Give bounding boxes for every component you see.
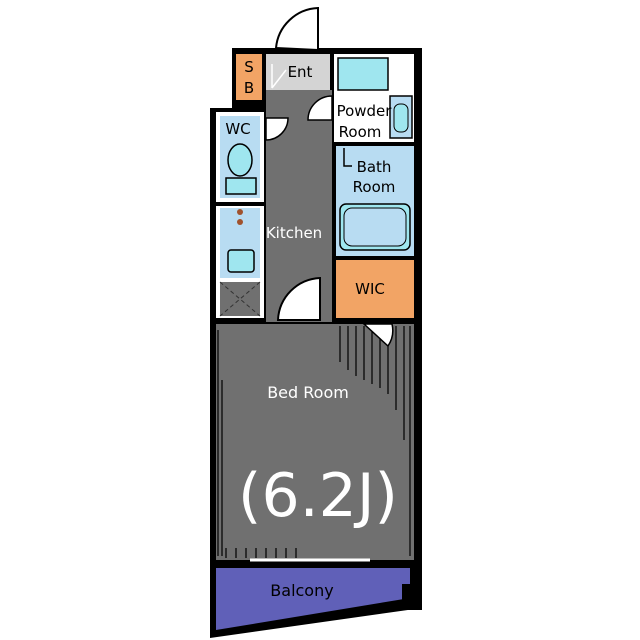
shoe-box-label-s: S: [244, 58, 254, 76]
walk-in-closet: WIC: [336, 260, 414, 318]
powder-room: Powder Room: [307, 54, 414, 142]
wic-door-swing: [362, 323, 394, 348]
bath-room: Bath Room: [336, 146, 414, 256]
sink-icon: [227, 249, 255, 273]
bedroom-door-swing: [276, 276, 321, 321]
wic-label: WIC: [355, 280, 385, 298]
front-door-swing: [274, 6, 319, 52]
entrance-area: Ent: [266, 54, 330, 90]
powder-room-label-1: Powder: [337, 102, 393, 120]
bath-room-label-2: Room: [353, 178, 396, 196]
stove-burner-icon: [237, 219, 243, 225]
closet-hatching: [217, 326, 411, 558]
bath-room-label-1: Bath: [357, 158, 392, 176]
bedroom-label: Bed Room: [267, 383, 349, 402]
wc-room: WC: [216, 112, 289, 202]
entrance-label: Ent: [288, 63, 313, 81]
toilet-icon: [227, 143, 253, 177]
stove-burner-icon: [237, 209, 243, 215]
toilet-tank-icon: [225, 177, 257, 195]
kitchen-label: Kitchen: [266, 224, 322, 242]
wc-label: WC: [225, 120, 250, 138]
bedroom: Bed Room (6.2J): [216, 276, 414, 562]
kitchen-counter: [216, 206, 264, 318]
balcony: Balcony: [210, 564, 422, 638]
powder-door-swing: [307, 95, 333, 121]
shoe-box: S B: [236, 54, 262, 100]
shoe-box-label-b: B: [244, 79, 254, 97]
powder-room-label-2: Room: [339, 123, 382, 141]
wc-door-swing: [265, 117, 289, 141]
bedroom-size-label: (6.2J): [238, 461, 398, 531]
balcony-label: Balcony: [270, 581, 333, 600]
